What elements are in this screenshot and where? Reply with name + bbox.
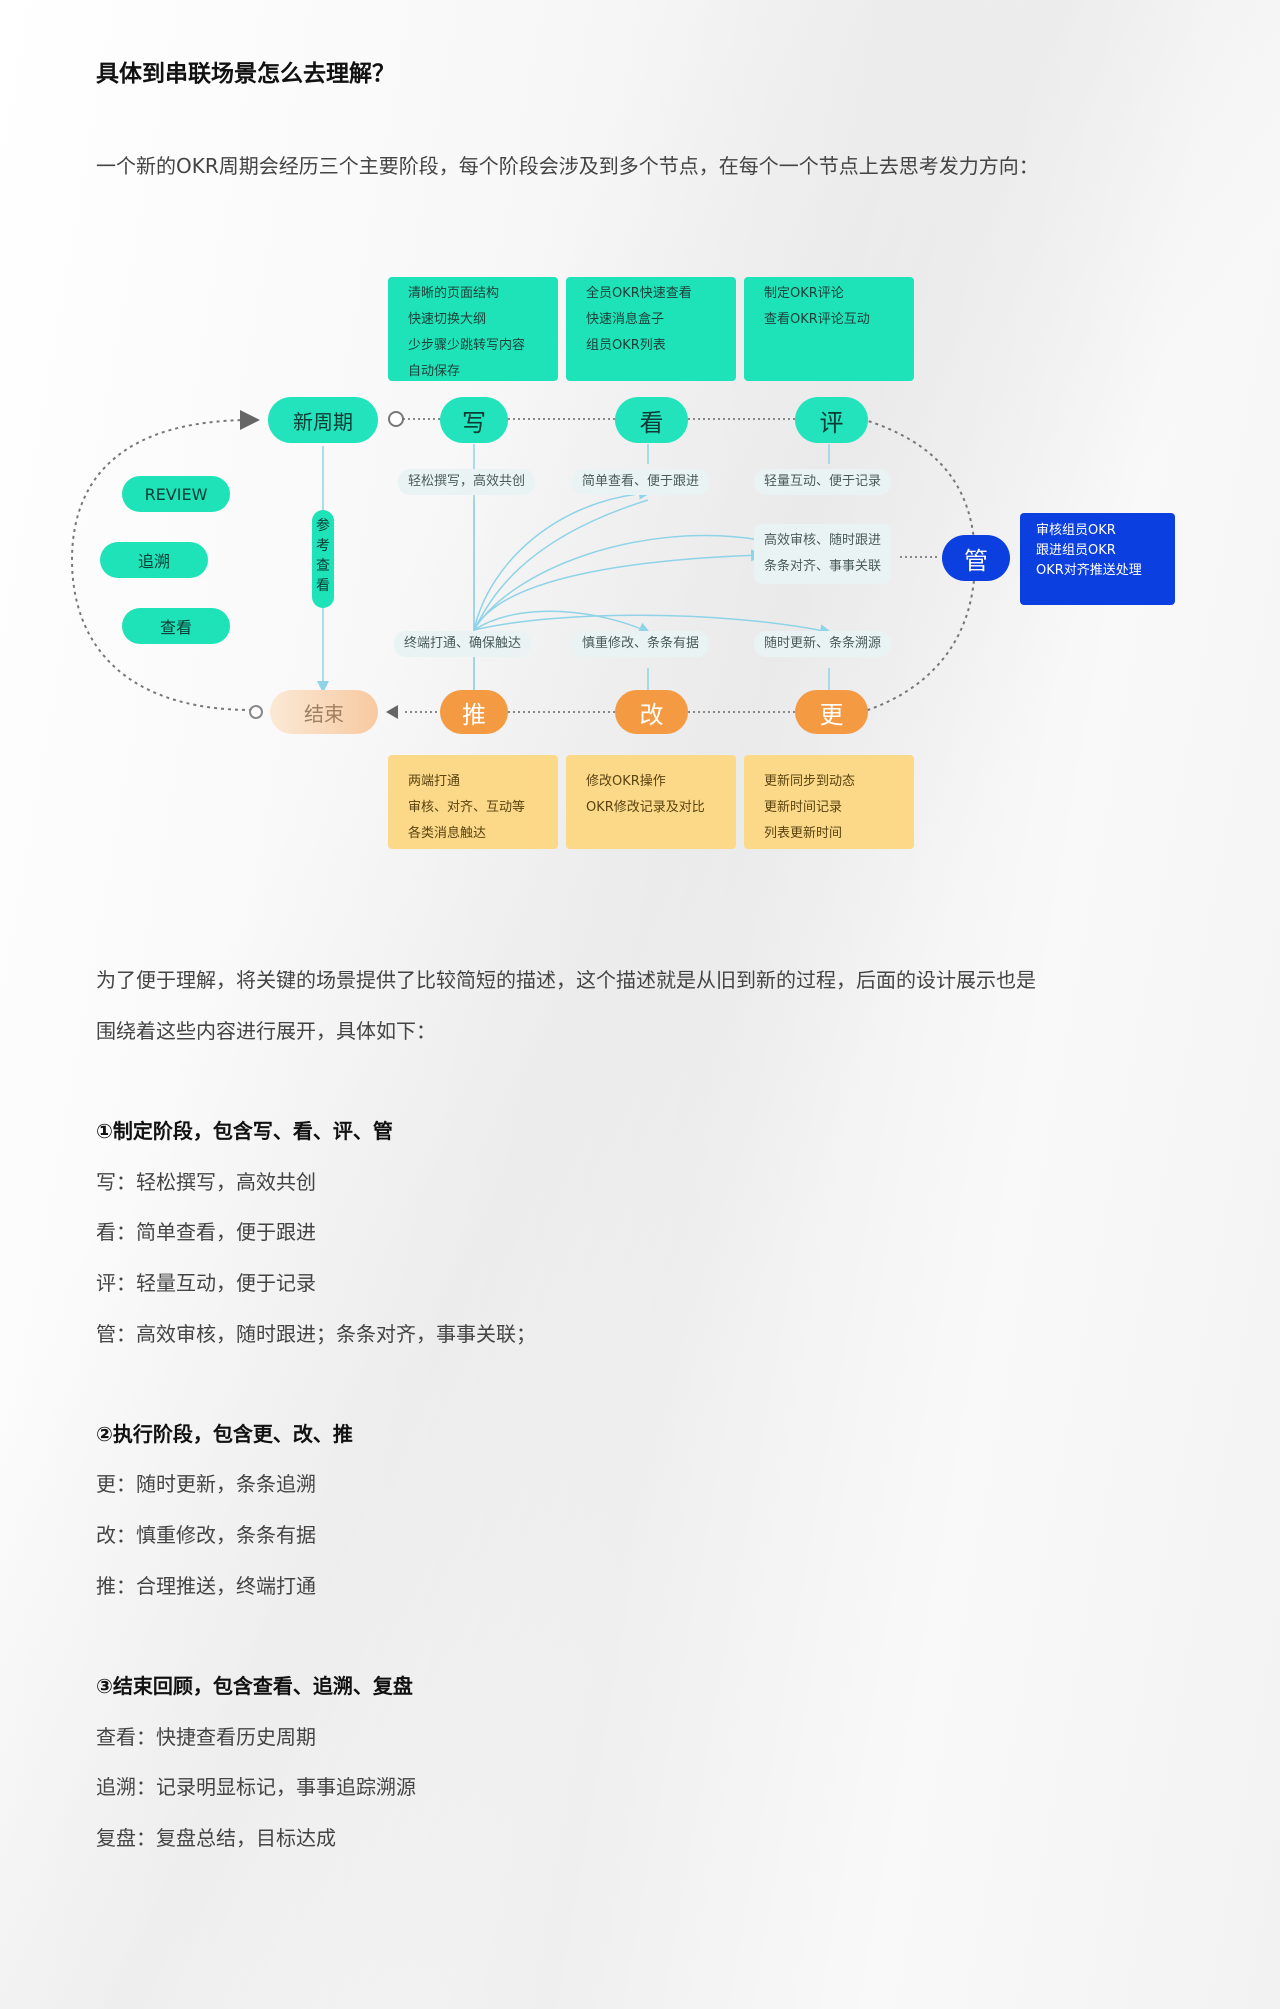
section-2-line: 改：慎重修改，条条有据 bbox=[96, 1523, 316, 1547]
modify-detail-box: 修改OKR操作 OKR修改记录及对比 bbox=[566, 755, 736, 849]
section-1-heading: ①制定阶段，包含写、看、评、管 bbox=[96, 1119, 393, 1143]
tag-line: 高效审核、随时跟进 bbox=[764, 533, 882, 548]
tag-line: 条条对齐、事事关联 bbox=[764, 559, 882, 574]
manage-detail-box: 审核组员OKR 跟进组员OKR OKR对齐推送处理 bbox=[1020, 513, 1175, 605]
box-line: OKR修改记录及对比 bbox=[586, 800, 705, 815]
node-comment: 评 bbox=[795, 397, 868, 443]
vertical-reference: 参考查看 bbox=[312, 510, 334, 608]
page-title: 具体到串联场景怎么去理解？ bbox=[96, 61, 395, 87]
box-line: 更新时间记录 bbox=[764, 800, 843, 815]
box-line: 组员OKR列表 bbox=[586, 338, 666, 353]
section-3-line: 追溯：记录明显标记，事事追踪溯源 bbox=[96, 1775, 416, 1799]
section-1-line: 看：简单查看，便于跟进 bbox=[96, 1220, 316, 1244]
explain-line-1: 为了便于理解，将关键的场景提供了比较简短的描述，这个描述就是从旧到新的过程，后面… bbox=[96, 968, 1036, 992]
section-3-heading: ③结束回顾，包含查看、追溯、复盘 bbox=[96, 1674, 413, 1698]
tag-push: 终端打通、确保触达 bbox=[394, 631, 532, 657]
section-2-line: 推：合理推送，终端打通 bbox=[96, 1574, 316, 1598]
box-line: 少步骤少跳转写内容 bbox=[408, 338, 526, 353]
box-line: 各类消息触达 bbox=[408, 826, 487, 841]
section-2-heading: ②执行阶段，包含更、改、推 bbox=[96, 1422, 353, 1446]
tag-manage: 高效审核、随时跟进 条条对齐、事事关联 bbox=[754, 524, 892, 584]
section-3-line: 复盘：复盘总结，目标达成 bbox=[96, 1826, 336, 1850]
section-1-line: 写：轻松撰写，高效共创 bbox=[96, 1170, 316, 1194]
diagram-connectors bbox=[70, 410, 977, 719]
box-line: 跟进组员OKR bbox=[1036, 543, 1116, 558]
box-line: 自动保存 bbox=[408, 364, 461, 379]
node-manage: 管 bbox=[942, 535, 1010, 581]
push-detail-box: 两端打通 审核、对齐、互动等 各类消息触达 bbox=[388, 755, 558, 849]
section-2-line: 更：随时更新，条条追溯 bbox=[96, 1472, 316, 1496]
box-line: 清晰的页面结构 bbox=[408, 286, 500, 301]
view-detail-box: 全员OKR快速查看 快速消息盒子 组员OKR列表 bbox=[566, 277, 736, 381]
side-review: REVIEW bbox=[122, 476, 230, 512]
vertical-label: 参考查看 bbox=[316, 518, 330, 594]
node-end: 结束 bbox=[270, 690, 378, 734]
node-modify: 改 bbox=[615, 690, 688, 734]
intro-text: 一个新的OKR周期会经历三个主要阶段，每个阶段会涉及到多个节点，在每个一个节点上… bbox=[96, 154, 1039, 178]
box-line: 修改OKR操作 bbox=[586, 774, 666, 789]
node-update: 更 bbox=[795, 690, 868, 734]
box-line: 快速切换大纲 bbox=[408, 312, 487, 327]
box-line: 制定OKR评论 bbox=[764, 286, 844, 301]
write-detail-box: 清晰的页面结构 快速切换大纲 少步骤少跳转写内容 自动保存 bbox=[388, 277, 558, 381]
tag-comment: 轻量互动、便于记录 bbox=[754, 469, 892, 495]
section-1-line: 管：高效审核，随时跟进；条条对齐，事事关联； bbox=[96, 1322, 536, 1346]
tag-view: 简单查看、便于跟进 bbox=[572, 469, 710, 495]
tag-update: 随时更新、条条溯源 bbox=[754, 631, 892, 657]
side-view: 查看 bbox=[122, 608, 230, 644]
box-line: 查看OKR评论互动 bbox=[764, 312, 870, 327]
box-line: 审核组员OKR bbox=[1036, 523, 1116, 538]
tag-modify: 慎重修改、条条有据 bbox=[572, 631, 710, 657]
box-line: 全员OKR快速查看 bbox=[586, 286, 692, 301]
section-3-line: 查看：快捷查看历史周期 bbox=[96, 1725, 316, 1749]
comment-detail-box: 制定OKR评论 查看OKR评论互动 bbox=[744, 277, 914, 381]
node-write: 写 bbox=[440, 397, 508, 443]
node-new-cycle: 新周期 bbox=[268, 397, 378, 443]
node-view: 看 bbox=[615, 397, 688, 443]
node-push: 推 bbox=[440, 690, 508, 734]
update-detail-box: 更新同步到动态 更新时间记录 列表更新时间 bbox=[744, 755, 914, 849]
box-line: OKR对齐推送处理 bbox=[1036, 563, 1142, 578]
box-line: 审核、对齐、互动等 bbox=[408, 800, 526, 815]
box-line: 两端打通 bbox=[408, 774, 461, 789]
left-loop-line bbox=[70, 419, 253, 711]
box-line: 更新同步到动态 bbox=[764, 774, 856, 789]
tag-write: 轻松撰写，高效共创 bbox=[398, 469, 536, 495]
explain-line-2: 围绕着这些内容进行展开，具体如下： bbox=[96, 1019, 436, 1043]
section-1-line: 评：轻量互动，便于记录 bbox=[96, 1271, 316, 1295]
box-line: 快速消息盒子 bbox=[586, 312, 665, 327]
side-trace: 追溯 bbox=[100, 542, 208, 578]
box-line: 列表更新时间 bbox=[764, 826, 843, 841]
